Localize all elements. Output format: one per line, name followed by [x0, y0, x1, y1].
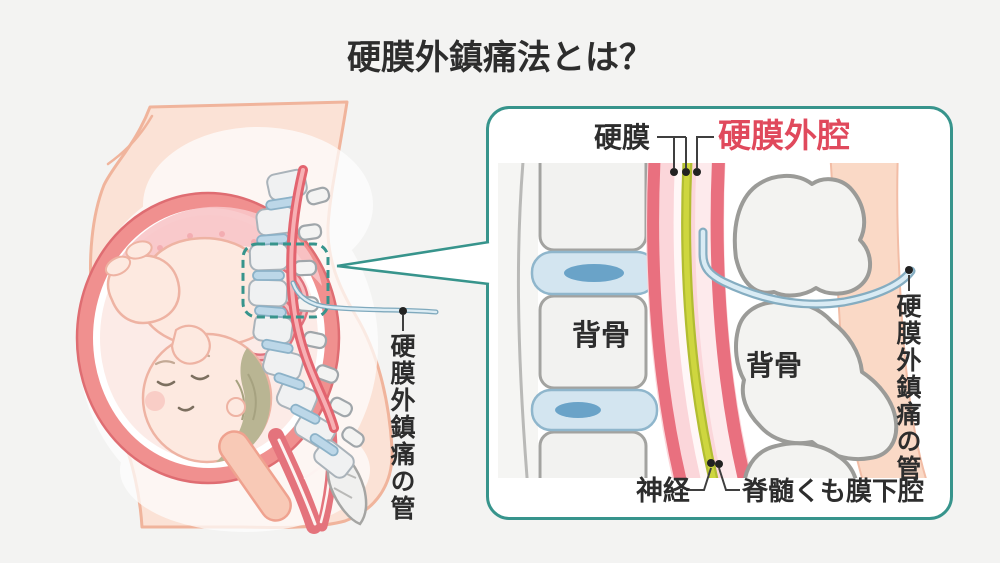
fetus-face	[156, 374, 210, 412]
breast-line	[106, 114, 154, 166]
pregnant-woman-illustration	[75, 100, 439, 534]
label-nerve: 神経	[636, 476, 690, 506]
fetus-cheek	[145, 391, 165, 411]
epidural-catheter-detail	[698, 227, 916, 309]
magnifier-callout	[336, 240, 492, 286]
canal-white-sliver	[673, 163, 710, 478]
dura-pointer-line	[657, 136, 687, 168]
canal-pale-band	[695, 163, 741, 478]
catheter-pointer-left	[399, 307, 407, 331]
detail-bone-bottom	[743, 441, 858, 478]
anterior-strip	[498, 163, 538, 478]
detail-bones	[732, 173, 899, 478]
label-dura: 硬膜	[594, 122, 651, 153]
spinous-processes	[292, 186, 365, 448]
detail-spinal-canal	[646, 163, 753, 478]
fetus-head	[141, 332, 273, 464]
subarachnoid-pointer-line	[718, 467, 740, 491]
dura-stripe-left	[647, 163, 687, 478]
fetus-ear	[226, 397, 246, 417]
fetus-legs	[104, 240, 181, 325]
epidural-catheter-left	[290, 280, 439, 315]
detail-vertebral-bodies	[538, 163, 648, 478]
anterior-edge-line	[516, 163, 529, 478]
fetus-hair	[216, 348, 271, 462]
label-epidural-catheter-right: 硬膜外鎮痛の管	[893, 293, 921, 482]
dura-stripe-right	[710, 163, 751, 478]
detail-pointer-dots	[670, 168, 913, 468]
page-title: 硬膜外鎮痛法とは？	[347, 39, 653, 77]
pointer-dot	[399, 307, 407, 315]
fetus-hair-strands	[235, 373, 257, 421]
bladder	[218, 430, 292, 522]
spinal-cord	[286, 165, 339, 433]
fetus-arm	[170, 324, 211, 365]
detail-bone-upper	[732, 173, 872, 298]
nerve-stripe	[683, 163, 716, 478]
label-vertebra-left: 背骨	[572, 320, 631, 352]
nerve-pointer-line	[686, 467, 712, 491]
detail-pointers	[657, 136, 910, 491]
highlight-dashed-box	[241, 242, 330, 319]
detail-discs	[530, 250, 659, 432]
spine	[247, 165, 368, 526]
label-epidural-space: 硬膜外腔	[718, 117, 850, 154]
label-epidural-catheter-left: 硬膜外鎮痛の管	[387, 333, 415, 522]
label-subarachnoid-space: 脊髄くも膜下腔	[742, 476, 925, 506]
detail-illustration	[498, 163, 927, 478]
epidural-pointer-line	[696, 136, 714, 168]
label-vertebra-right: 背骨	[746, 350, 803, 381]
